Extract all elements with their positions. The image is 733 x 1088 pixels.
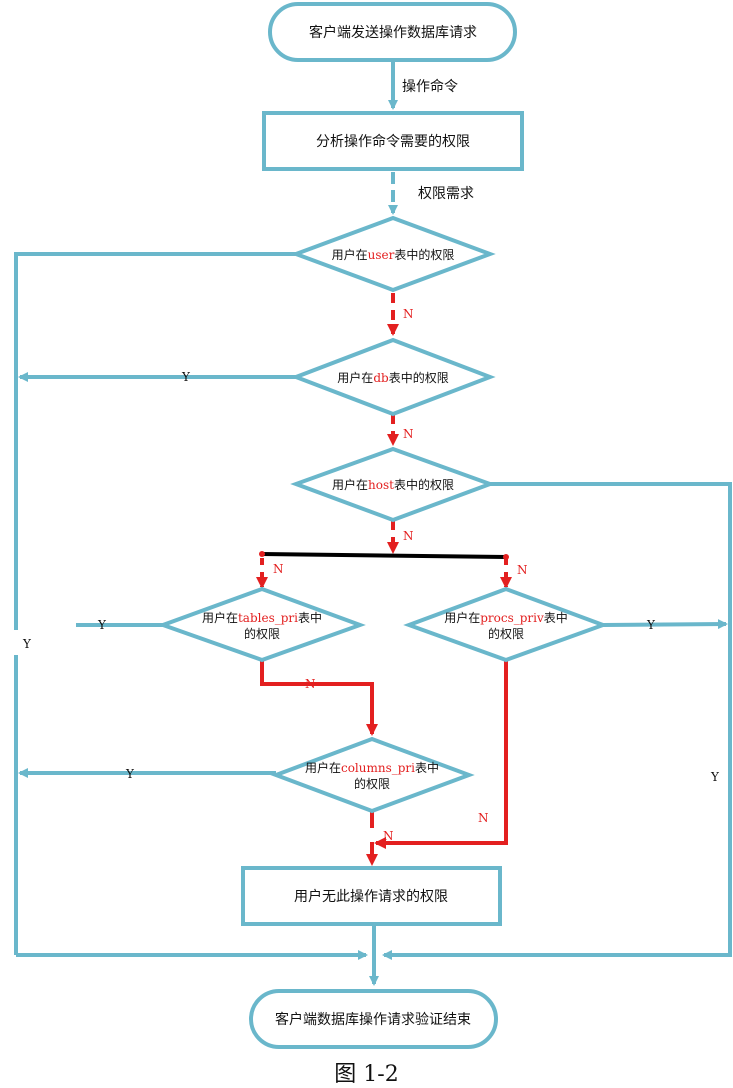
end-label: 客户端数据库操作请求验证结束 [275, 1011, 471, 1028]
edge-user-yes-left [14, 252, 296, 630]
decision-db [290, 337, 496, 417]
tables-pre: 用户在 [202, 610, 238, 625]
deny-label: 用户无此操作请求的权限 [294, 888, 448, 905]
analyze-box [262, 111, 524, 171]
yes-label-right-rail: Y [710, 770, 720, 784]
decision-host [290, 446, 496, 523]
decision-columns-label-2: 的权限 [354, 776, 390, 791]
edge-procs-no [374, 660, 508, 849]
edge-label-perm-req: 权限需求 [418, 186, 474, 202]
decision-columns [270, 736, 475, 814]
yes-label-columns: Y [125, 767, 135, 781]
start-terminal [268, 2, 517, 62]
bar-left-end [259, 551, 265, 557]
user-post: 表中的权限 [394, 247, 454, 262]
host-pre: 用户在 [332, 477, 368, 492]
columns-pre: 用户在 [305, 760, 341, 775]
figure-caption: 图 1-2 [334, 1062, 399, 1087]
yes-label-procs: Y [646, 618, 656, 632]
bar-right-end [503, 554, 509, 560]
no-label-bar-right: N [517, 563, 528, 577]
tables-key: tables_pri [238, 611, 298, 625]
no-label-host: N [403, 529, 414, 543]
decision-user-label: 用户在user表中的权限 [332, 247, 455, 262]
analyze-label: 分析操作命令需要的权限 [316, 133, 470, 150]
edge-tables-no [260, 660, 378, 736]
db-post: 表中的权限 [389, 370, 449, 385]
procs-key: procs_priv [480, 611, 544, 625]
yes-label-db: Y [181, 370, 191, 384]
yes-label-tables: Y [97, 618, 107, 632]
parallel-split-bar [261, 552, 507, 559]
db-key: db [373, 371, 389, 385]
no-label-bar-left: N [273, 562, 284, 576]
columns-post: 表中 [415, 760, 439, 775]
deny-box [241, 866, 502, 926]
columns-key: columns_pri [341, 761, 415, 775]
decision-tables [157, 586, 366, 663]
db-pre: 用户在 [337, 370, 373, 385]
decision-host-label: 用户在host表中的权限 [332, 477, 454, 492]
procs-pre: 用户在 [444, 610, 480, 625]
no-label-procs: N [478, 811, 489, 825]
no-label-tables: N [305, 677, 316, 691]
end-terminal [249, 989, 498, 1049]
no-label-db: N [403, 427, 414, 441]
start-label: 客户端发送操作数据库请求 [309, 24, 477, 41]
decision-tables-label: 用户在tables_pri表中 [202, 610, 322, 625]
user-pre: 用户在 [332, 247, 368, 262]
decision-procs-label-2: 的权限 [488, 626, 524, 641]
no-label-user: N [403, 307, 414, 321]
host-post: 表中的权限 [394, 477, 454, 492]
edge-label-op-cmd: 操作命令 [402, 78, 458, 95]
edge-host-yes-right [382, 482, 732, 960]
decision-db-label: 用户在db表中的权限 [337, 370, 448, 385]
decision-procs-label: 用户在procs_priv表中 [444, 610, 568, 625]
decision-procs [403, 586, 609, 663]
procs-post: 表中 [544, 610, 568, 625]
yes-label-left-rail: Y [22, 637, 32, 651]
tables-post: 表中 [298, 610, 322, 625]
decision-columns-label: 用户在columns_pri表中 [305, 760, 439, 775]
no-label-columns: N [383, 829, 394, 843]
decision-tables-label-2: 的权限 [244, 626, 280, 641]
edge-procs-yes [602, 619, 728, 630]
decision-user [290, 215, 496, 293]
host-key: host [368, 478, 394, 492]
user-key: user [368, 248, 395, 262]
